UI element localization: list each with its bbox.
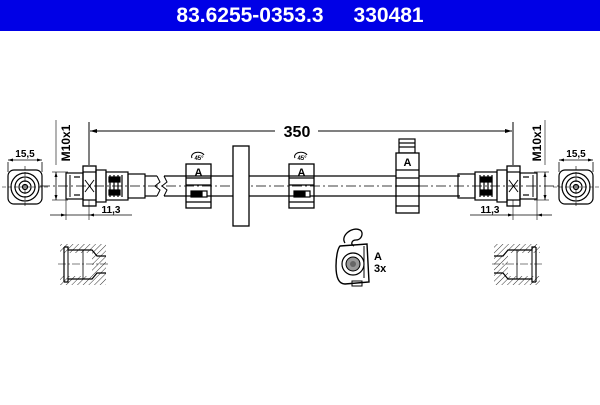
clip-detail-label: A	[374, 251, 382, 263]
clip-3: A	[395, 138, 420, 214]
right-hex-width: 15,5	[566, 149, 586, 160]
clip-1: A 45°	[185, 151, 212, 209]
clip-2-label: A	[298, 167, 306, 179]
left-end-view: 15,5	[2, 149, 48, 208]
reference-number: 330481	[353, 3, 424, 27]
clip-1-angle: 45°	[194, 156, 204, 162]
left-hex-width: 15,5	[15, 149, 35, 160]
clip-1-label: A	[195, 167, 203, 179]
left-thread-label: M10x1	[59, 124, 73, 161]
right-end-view: 15,5	[553, 149, 599, 208]
clip-3-label: A	[404, 157, 412, 169]
left-port-section	[58, 244, 108, 285]
right-fitting	[457, 165, 538, 207]
clip-2: A 45°	[288, 151, 315, 209]
right-thread-label: M10x1	[530, 124, 544, 161]
left-thread-dimension: M10x1	[52, 120, 73, 201]
left-fitting-length: 11,3	[102, 205, 121, 216]
left-fitting-length-dimension: 11,3	[50, 200, 132, 220]
bracket-grommet	[232, 145, 250, 227]
right-port-section	[492, 244, 542, 285]
clip-detail-view: A 3x	[335, 228, 387, 287]
clip-detail-quantity: 3x	[374, 263, 387, 275]
right-thread-dimension: M10x1	[530, 120, 549, 201]
title-bar: 83.6255-0353.3 330481	[0, 0, 600, 31]
technical-drawing: 350 15,5 M10x1	[0, 31, 600, 400]
clip-2-angle: 45°	[297, 156, 307, 162]
left-fitting	[65, 165, 146, 207]
overall-length-dimension: 350	[88, 122, 514, 165]
right-fitting-length: 11,3	[481, 205, 500, 216]
overall-length-label: 350	[284, 124, 311, 141]
part-number: 83.6255-0353.3	[176, 3, 324, 27]
right-fitting-length-dimension: 11,3	[470, 200, 552, 220]
